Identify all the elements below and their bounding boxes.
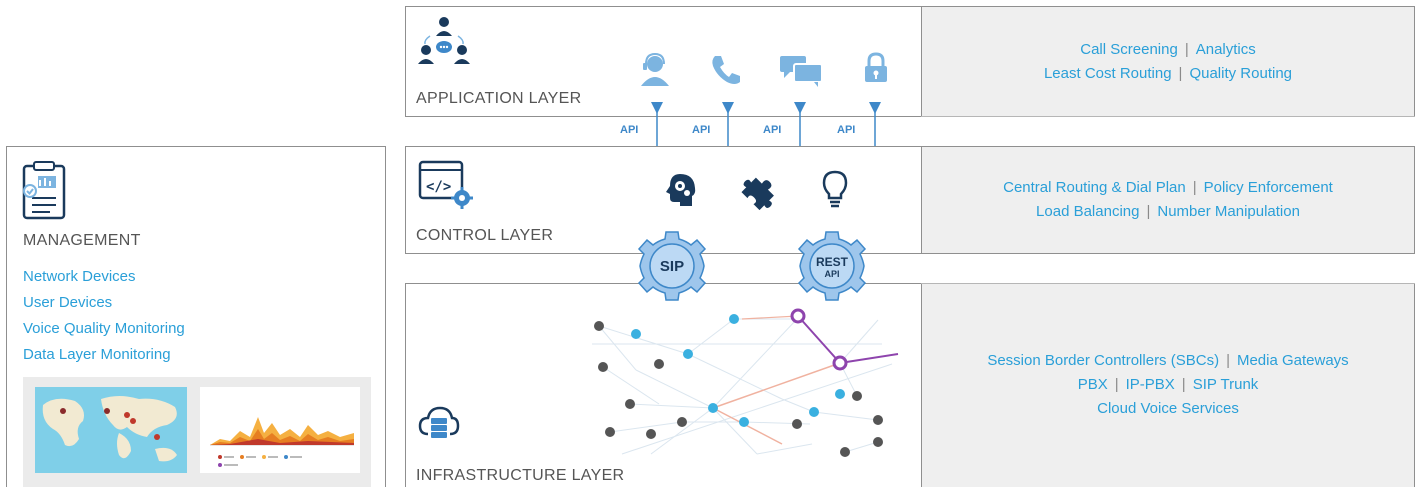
infrastructure-layer-description: Session Border Controllers (SBCs) | Media … (921, 283, 1415, 487)
media-gateways-link[interactable]: Media Gateways (1236, 352, 1349, 369)
rest-api-sublabel: API (824, 269, 839, 279)
network-graph (592, 308, 899, 457)
network-devices-link[interactable]: Network Devices (23, 268, 136, 285)
user-devices-link[interactable]: User Devices (23, 294, 113, 311)
control-layer-description-panel (921, 146, 1415, 254)
puzzle-icon (741, 177, 774, 211)
separator: | (1114, 376, 1119, 393)
api-label-4: API (837, 124, 856, 136)
clipboard-chart-icon (22, 161, 66, 220)
world-map-thumbnail[interactable] (35, 387, 187, 473)
pbx-link[interactable]: PBX (1077, 376, 1108, 393)
application-layer-description-panel (921, 6, 1415, 117)
central-routing-link[interactable]: Central Routing & Dial Plan (1003, 179, 1186, 196)
management-links: Network Devices User Devices Voice Quali… (23, 264, 185, 368)
separator: | (1226, 352, 1230, 369)
infrastructure-layer-title: INFRASTRUCTURE LAYER (416, 467, 625, 484)
analytics-link[interactable]: Analytics (1195, 40, 1256, 58)
sip-gear: SIP (637, 231, 707, 301)
lock-icon (865, 52, 887, 82)
ip-pbx-link[interactable]: IP-PBX (1125, 376, 1175, 393)
sip-label: SIP (660, 258, 684, 275)
phone-icon (712, 56, 740, 84)
api-label-1: API (620, 124, 639, 136)
separator: | (1146, 203, 1151, 220)
api-label-3: API (763, 124, 782, 136)
quality-routing-link[interactable]: Quality Routing (1189, 64, 1293, 82)
code-window-gear-icon: </> (418, 160, 473, 209)
brain-gears-icon (666, 174, 696, 206)
user-group-chat-icon (418, 17, 470, 64)
agent-headset-icon (641, 52, 669, 86)
chat-bubbles-icon (780, 56, 823, 87)
call-screening-link[interactable]: Call Screening (1080, 40, 1178, 58)
cloud-voice-services-link[interactable]: Cloud Voice Services (1097, 400, 1239, 417)
sbc-link[interactable]: Session Border Controllers (SBCs) (987, 352, 1220, 369)
infrastructure-layer-panel (405, 283, 922, 487)
svg-text:</>: </> (426, 179, 451, 195)
data-layer-monitoring-link[interactable]: Data Layer Monitoring (23, 346, 171, 363)
sip-trunk-link[interactable]: SIP Trunk (1192, 376, 1259, 393)
separator: | (1192, 179, 1197, 196)
lightbulb-icon (822, 170, 848, 208)
number-manipulation-link[interactable]: Number Manipulation (1157, 203, 1300, 220)
infrastructure-separator-line (921, 283, 1415, 284)
separator: | (1184, 40, 1189, 58)
rest-api-gear: REST API (797, 231, 867, 301)
control-layer-description: Central Routing & Dial Plan | Policy Enfor… (921, 146, 1415, 254)
separator: | (1178, 64, 1183, 82)
voice-quality-monitoring-link[interactable]: Voice Quality Monitoring (23, 320, 185, 337)
application-separator-line (921, 116, 1415, 117)
least-cost-routing-link[interactable]: Least Cost Routing (1043, 64, 1172, 82)
load-balancing-link[interactable]: Load Balancing (1036, 203, 1140, 220)
cloud-server-icon (418, 406, 460, 438)
management-title: MANAGEMENT (23, 232, 141, 249)
control-layer-title: CONTROL LAYER (416, 227, 554, 244)
policy-enforcement-link[interactable]: Policy Enforcement (1203, 179, 1333, 196)
application-layer-description: Call Screening|Analytics Least Cost Rout… (921, 6, 1415, 117)
application-layer-title: APPLICATION LAYER (416, 90, 582, 107)
area-chart-thumbnail[interactable] (200, 387, 360, 473)
rest-label: REST (816, 255, 849, 269)
separator: | (1181, 376, 1186, 393)
api-label-2: API (692, 124, 711, 136)
